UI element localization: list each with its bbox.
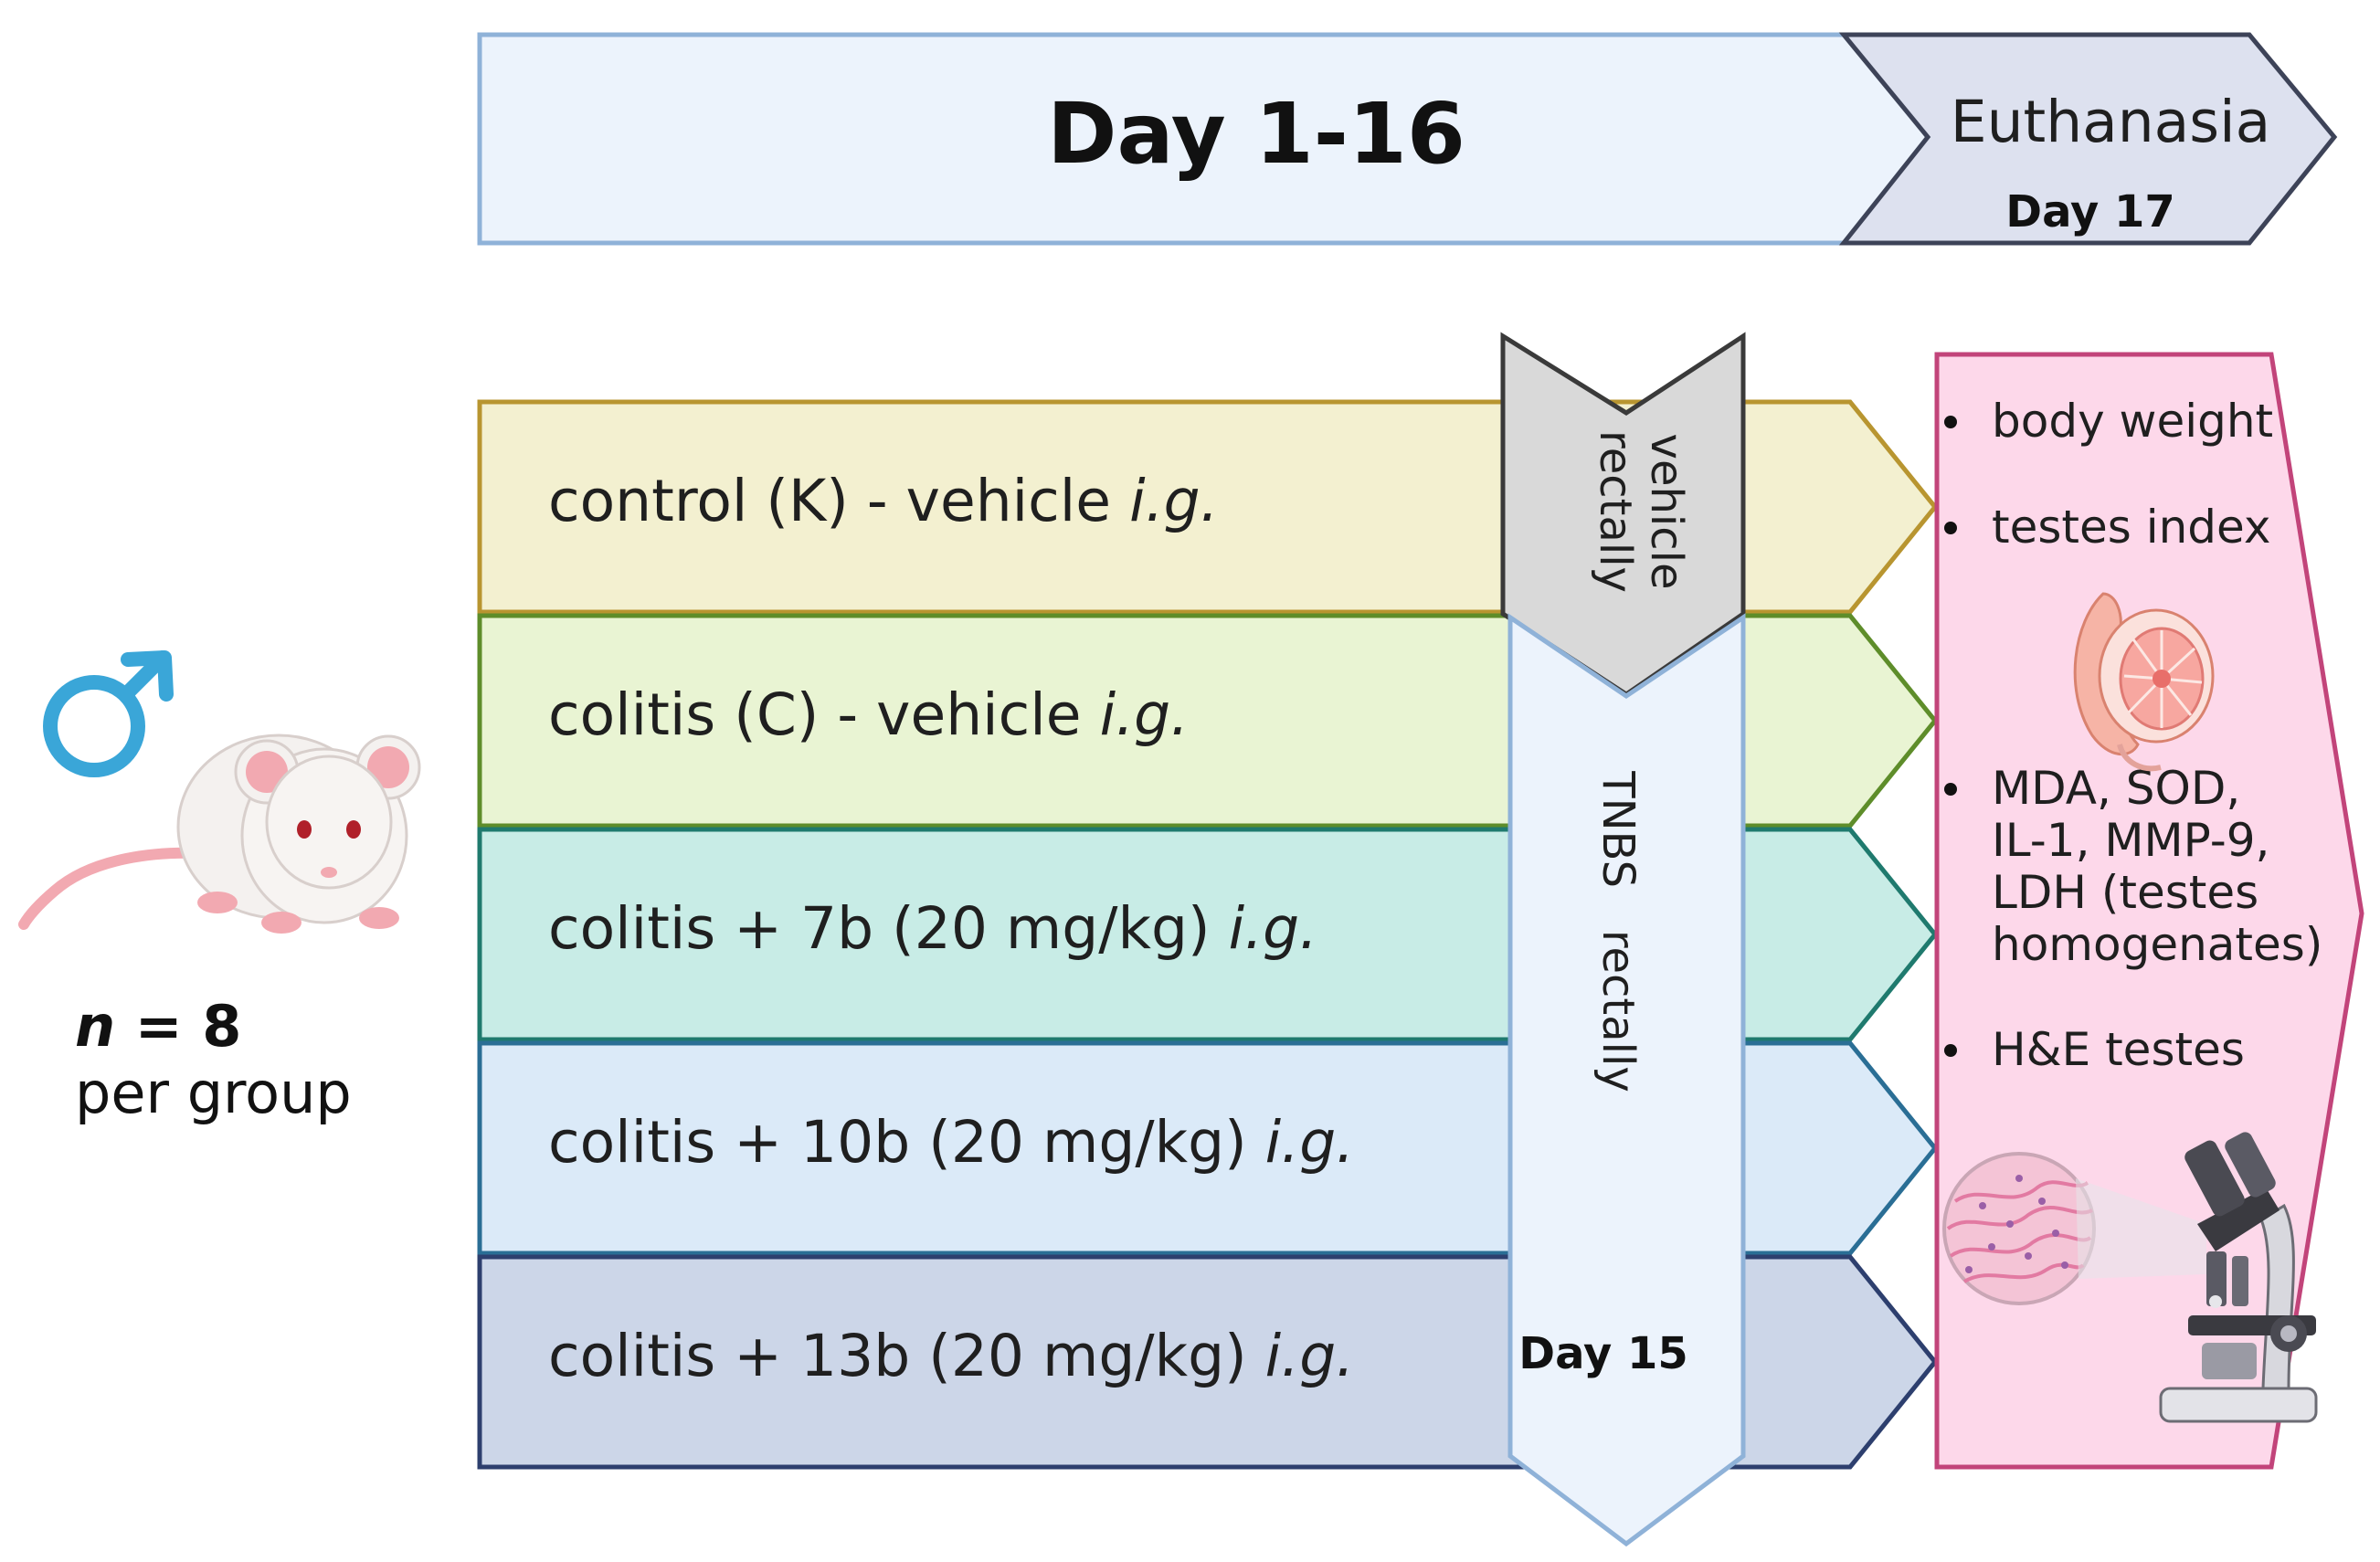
group-route: i.g.: [1100, 681, 1190, 748]
rectally-label: rectally: [1590, 430, 1641, 593]
group-route: i.g.: [1129, 468, 1219, 534]
outcome-item: body weight: [1944, 395, 2273, 448]
timeline-header: Day 1-16 Euthanasia Day 17: [477, 32, 2338, 246]
bullet-icon: [1944, 1044, 1957, 1057]
euthanasia-arrow: [1838, 32, 2338, 246]
group-name: control (K) - vehicle: [548, 468, 1129, 534]
euthanasia-day: Day 17: [2005, 186, 2175, 237]
microscope-icon: [2159, 1132, 2318, 1423]
outcome-item: testes index: [1944, 501, 2271, 554]
outcome-line: H&E testes: [1992, 1023, 2245, 1076]
vehicle-label: vehicle: [1641, 434, 1692, 590]
outcome-item: MDA, SOD,IL-1, MMP-9,LDH (testeshomogena…: [1944, 762, 2322, 971]
tnbs-label: TNBS rectally: [1592, 770, 1644, 1092]
vehicle-chevron: [1500, 332, 1746, 698]
timeline-main-label: Day 1-16: [1047, 85, 1465, 183]
outcome-line: MDA, SOD,: [1992, 762, 2240, 815]
euthanasia-title: Euthanasia: [1951, 89, 2270, 155]
male-symbol-icon: [43, 650, 174, 777]
sample-size: n = 8: [75, 993, 241, 1060]
group-route: i.g.: [1265, 1323, 1355, 1389]
outcome-line: homogenates): [1992, 918, 2322, 971]
bullet-icon: [1944, 522, 1957, 534]
outcome-line: LDH (testes: [1992, 866, 2258, 919]
tnbs-day: Day 15: [1518, 1328, 1688, 1379]
group-name: colitis + 10b (20 mg/kg): [548, 1109, 1265, 1176]
animals-info: n = 8 per group: [18, 650, 421, 1126]
mouse-icon: [18, 734, 421, 934]
outcome-line: body weight: [1992, 395, 2273, 448]
bullet-icon: [1944, 416, 1957, 428]
group-label: colitis + 13b (20 mg/kg) i.g.: [548, 1323, 1354, 1389]
group-name: colitis (C) - vehicle: [548, 681, 1100, 748]
group-route: i.g.: [1265, 1109, 1355, 1176]
group-name: colitis + 7b (20 mg/kg): [548, 895, 1229, 962]
tnbs-arrow: [1507, 613, 1746, 1547]
n-value: = 8: [115, 993, 241, 1060]
per-group-label: per group: [75, 1060, 352, 1126]
group-label: colitis + 10b (20 mg/kg) i.g.: [548, 1109, 1354, 1176]
group-label: colitis (C) - vehicle i.g.: [548, 681, 1189, 748]
vehicle-rectally-marker: vehicle rectally: [1500, 332, 1746, 698]
group-name: colitis + 13b (20 mg/kg): [548, 1323, 1265, 1389]
n-symbol: n: [75, 993, 115, 1060]
group-route: i.g.: [1229, 895, 1318, 962]
outcome-line: IL-1, MMP-9,: [1992, 814, 2269, 867]
outcome-item: H&E testes: [1944, 1023, 2245, 1076]
group-label: control (K) - vehicle i.g.: [548, 468, 1219, 534]
tnbs-marker: TNBS rectally Day 15: [1507, 613, 1746, 1547]
bullet-icon: [1944, 783, 1957, 796]
testis-icon: [2073, 592, 2215, 772]
histology-icon: [1942, 1152, 2206, 1305]
group-label: colitis + 7b (20 mg/kg) i.g.: [548, 895, 1317, 962]
outcome-line: testes index: [1992, 501, 2271, 554]
